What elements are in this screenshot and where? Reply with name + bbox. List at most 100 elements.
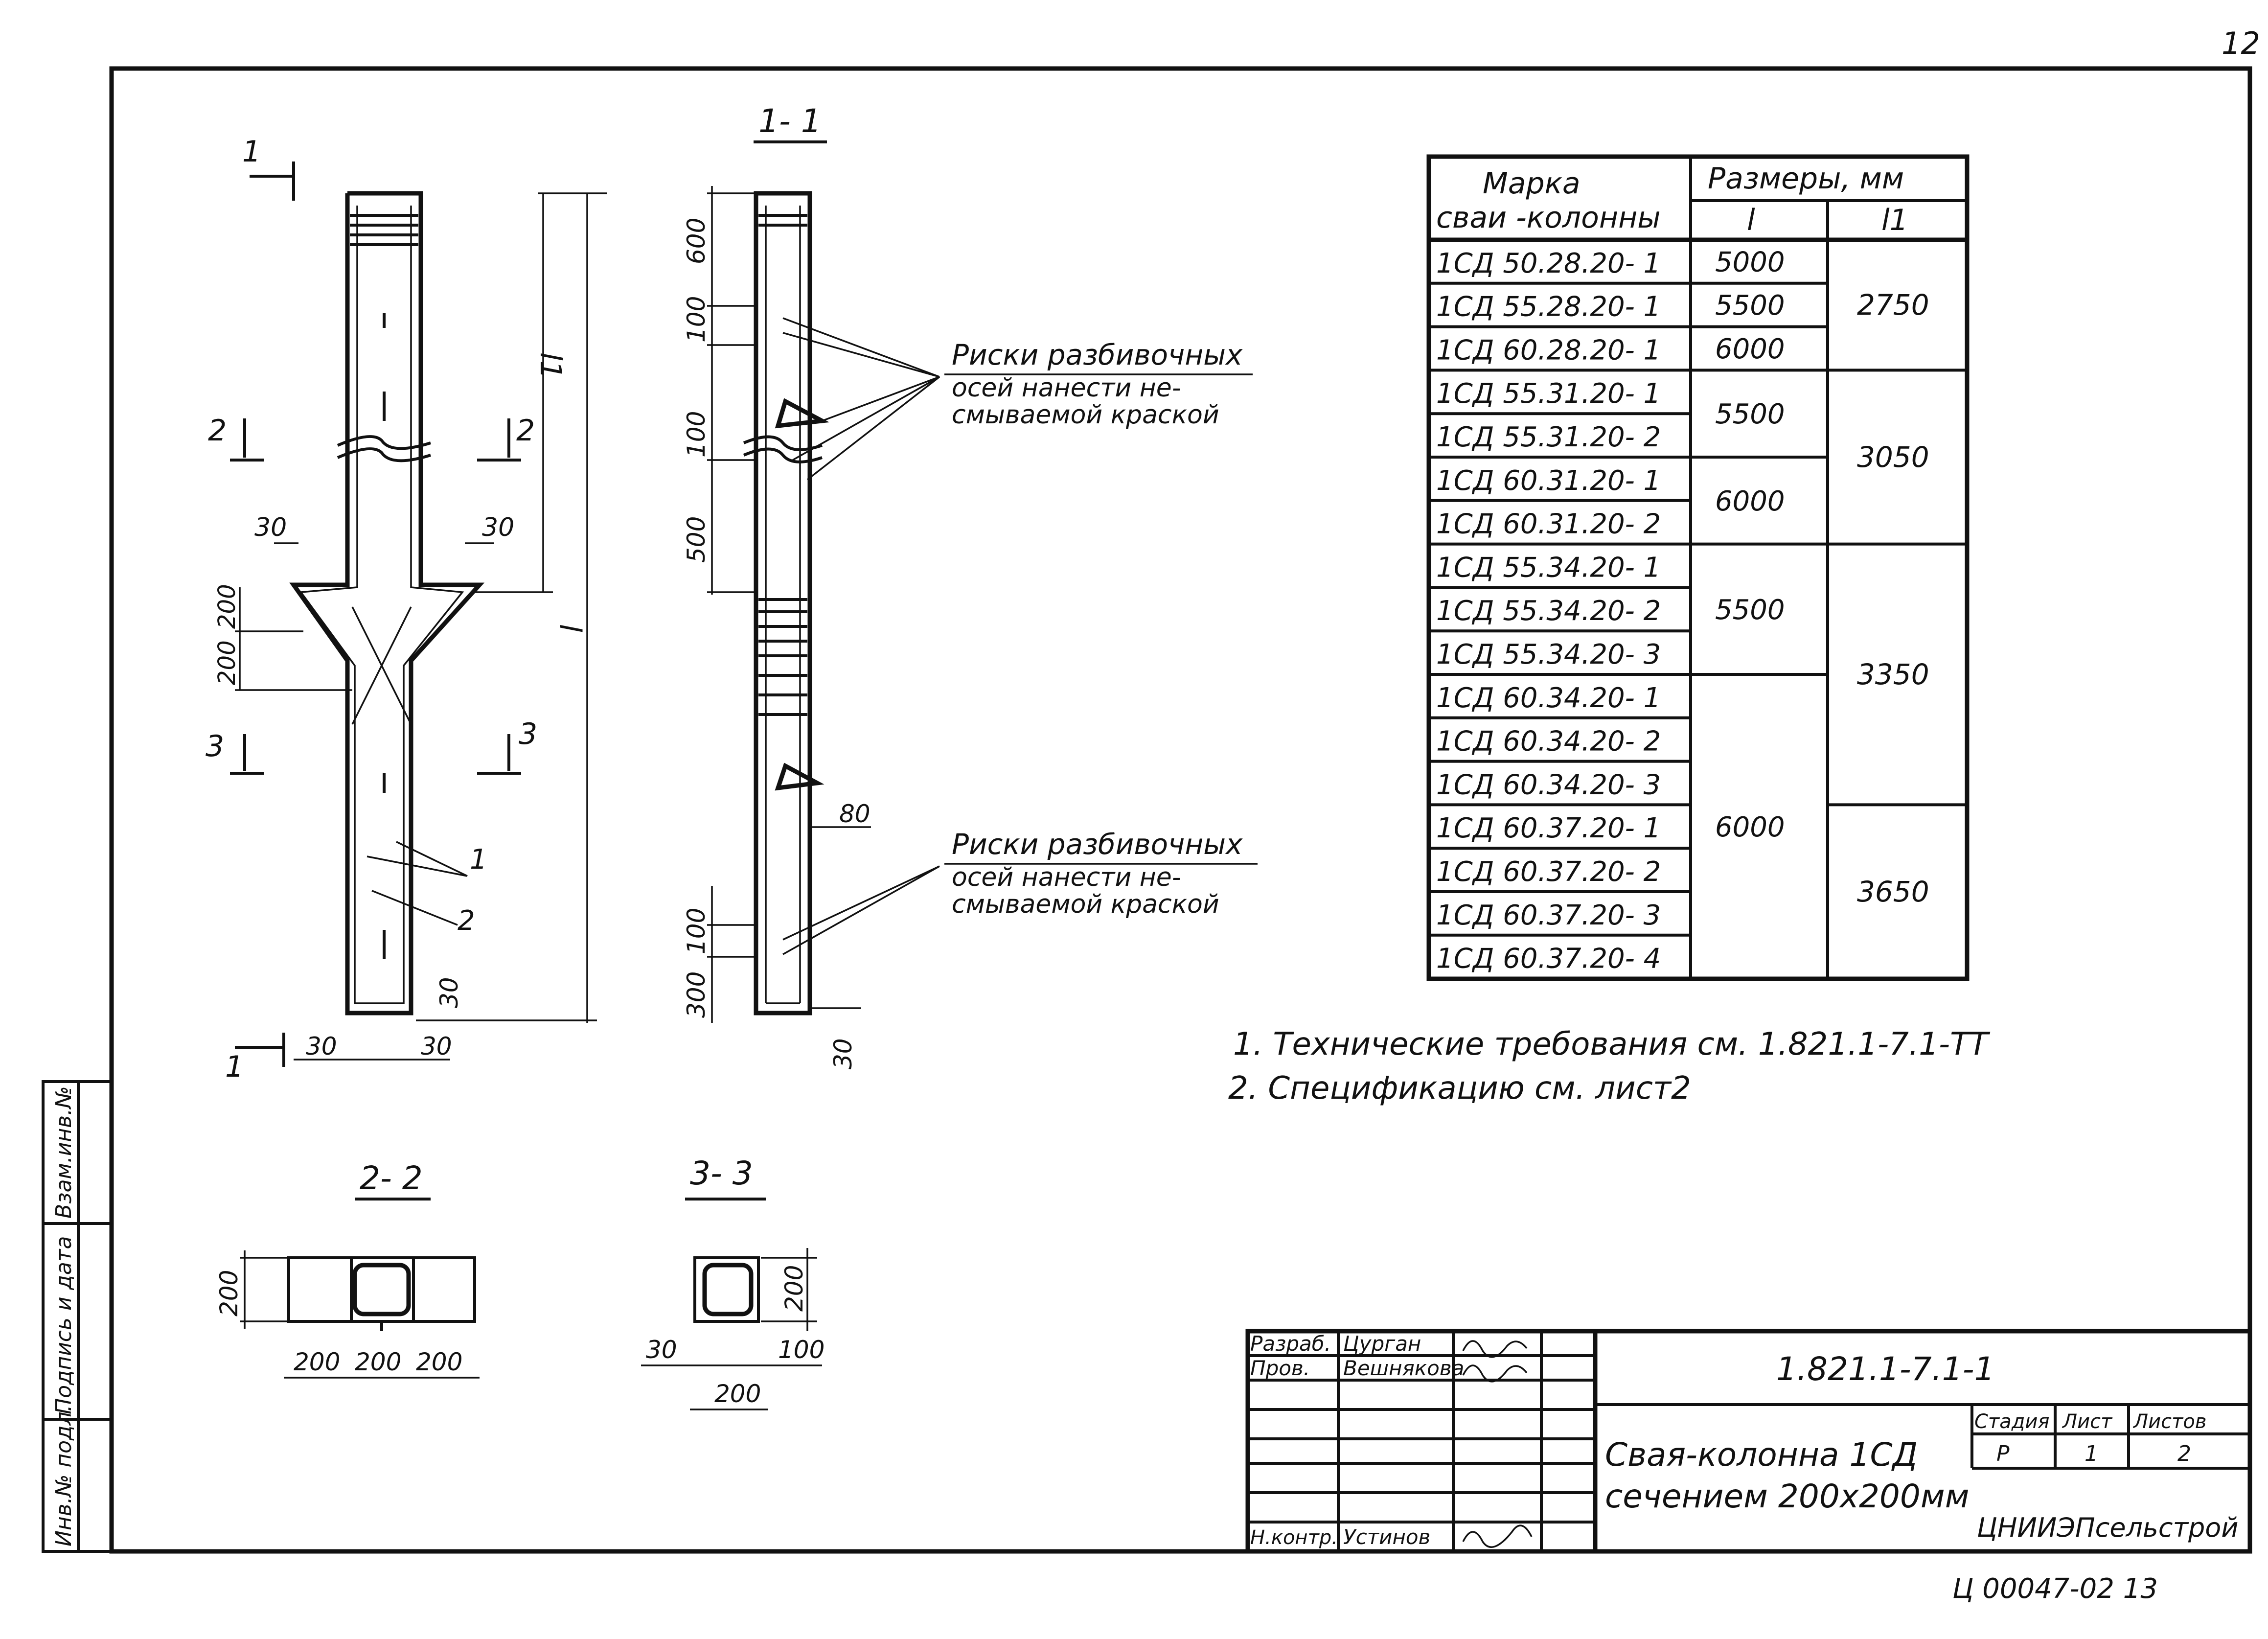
tb-nkontr-label: Н.контр. xyxy=(1250,1526,1338,1549)
tb-razrab-name: Цурган xyxy=(1343,1332,1421,1356)
sec22-dim-200-2: 200 xyxy=(355,1348,401,1376)
sec22-dim-200-3: 200 xyxy=(416,1348,462,1376)
bottom-code: Ц 00047-02 13 xyxy=(1952,1573,2158,1605)
sec33-dim-100: 100 xyxy=(778,1336,825,1364)
dim-l1: l1 xyxy=(533,352,568,379)
table-header-sizes: Размеры, мм xyxy=(1708,162,1904,196)
section-2-2-title: 2- 2 xyxy=(360,1159,423,1197)
note-top-line2: осей нанести не- xyxy=(952,373,1181,403)
tb-razrab-label: Разраб. xyxy=(1250,1332,1331,1356)
section-1-mark-bottom: 1 xyxy=(225,1050,244,1084)
section-3-3: 3- 3 200 30 100 200 xyxy=(641,1154,825,1410)
table-row-mark: 1СД 60.28.20- 1 xyxy=(1436,334,1661,366)
tb-stage-value: Р xyxy=(1996,1441,2010,1466)
dim-30-bottom-right: 30 xyxy=(421,1032,452,1061)
table-l-value: 5500 xyxy=(1715,290,1785,322)
dim-100-b: 100 xyxy=(682,411,710,458)
sec33-dim-30: 30 xyxy=(646,1336,677,1364)
section-2-2: 2- 2 200 200 200 200 xyxy=(215,1159,480,1379)
section-3-mark-right: 3 xyxy=(519,717,537,751)
sec22-dim-200-1: 200 xyxy=(294,1348,340,1376)
table-l-value: 6000 xyxy=(1715,811,1785,843)
note-2: 2. Спецификацию см. лист2 xyxy=(1228,1070,1691,1107)
dim-30-bottom-left: 30 xyxy=(306,1032,337,1061)
table-l1-value: 3050 xyxy=(1857,440,1929,474)
tb-title-line1: Свая-колонна 1СД xyxy=(1605,1436,1918,1474)
page-number: 12 xyxy=(2222,25,2260,61)
callout-1: 1 xyxy=(470,844,487,876)
dim-100-a: 100 xyxy=(682,296,710,343)
tb-org: ЦНИИЭПсельстрой xyxy=(1977,1512,2238,1543)
sheet-frame xyxy=(109,66,2252,1554)
callout-2: 2 xyxy=(458,905,475,937)
table-l1-values: 2750 3050 3350 3650 xyxy=(1828,288,1967,908)
section-2-mark-left: 2 xyxy=(208,414,227,448)
table-row-mark: 1СД 60.31.20- 2 xyxy=(1436,508,1661,540)
tb-prov-name: Вешнякова xyxy=(1343,1356,1464,1380)
dim-100-c: 100 xyxy=(682,908,710,954)
dim-30-bottom-vert: 30 xyxy=(435,977,463,1008)
table-l-value: 5500 xyxy=(1715,594,1785,626)
dim-300: 300 xyxy=(682,971,710,1018)
table-row-mark: 1СД 55.34.20- 1 xyxy=(1436,552,1661,583)
table-row-mark: 1СД 60.31.20- 1 xyxy=(1436,465,1661,497)
section-1-1: 1- 1 600 100 100 500 xyxy=(682,102,1258,1069)
table-row-mark: 1СД 55.28.20- 1 xyxy=(1436,291,1661,323)
dim-200-a: 200 xyxy=(213,584,241,629)
section-1-mark-top: 1 xyxy=(242,135,261,169)
tb-doc-code: 1.821.1-7.1-1 xyxy=(1776,1350,1995,1388)
section-1-1-title: 1- 1 xyxy=(758,102,822,140)
table-l-value: 6000 xyxy=(1715,485,1785,517)
dim-l: l xyxy=(553,624,587,632)
table-row-mark: 1СД 50.28.20- 1 xyxy=(1436,248,1661,279)
table-row-mark: 1СД 60.37.20- 3 xyxy=(1436,900,1661,931)
dim-30-sec: 30 xyxy=(829,1038,857,1069)
table-row-mark: 1СД 60.37.20- 1 xyxy=(1436,812,1661,844)
table-row-mark: 1СД 55.34.20- 2 xyxy=(1436,595,1661,627)
table-row-mark: 1СД 60.34.20- 3 xyxy=(1436,769,1661,801)
table-header-mark-2: сваи -колонны xyxy=(1436,201,1661,235)
table-row-mark: 1СД 55.31.20- 2 xyxy=(1436,421,1661,453)
note-1: 1. Технические требования см. 1.821.1-7.… xyxy=(1233,1026,1991,1062)
note-bottom-line1: Риски разбивочных xyxy=(952,828,1243,861)
stamp-vzam: Взам.инв.№ xyxy=(51,1086,76,1219)
tb-prov-label: Пров. xyxy=(1250,1356,1310,1380)
tb-title-line2: сечением 200x200мм xyxy=(1605,1477,1970,1515)
table-l-value: 5500 xyxy=(1715,398,1785,430)
signature-3 xyxy=(1462,1524,1533,1548)
table-row-mark: 1СД 60.37.20- 4 xyxy=(1436,943,1661,975)
sec33-dim-200-h: 200 xyxy=(714,1380,761,1408)
dim-200-b: 200 xyxy=(213,640,241,685)
note-top-line3: смываемой краской xyxy=(952,400,1219,430)
spec-table: Марка сваи -колонны Размеры, мм l l1 1СД… xyxy=(1426,154,1970,981)
sec33-dim-200-v: 200 xyxy=(780,1265,808,1312)
section-2-mark-right: 2 xyxy=(516,414,535,448)
stamp-sign: Подпись и дата xyxy=(51,1236,76,1414)
table-row-mark: 1СД 55.34.20- 3 xyxy=(1436,639,1661,670)
table-l1-value: 3650 xyxy=(1857,875,1929,908)
column-outline xyxy=(289,191,485,1016)
note-bottom-line3: смываемой краской xyxy=(952,890,1219,919)
tb-sheet-label: Лист xyxy=(2062,1410,2113,1433)
note-top-line1: Риски разбивочных xyxy=(952,338,1243,371)
note-bottom-line2: осей нанести не- xyxy=(952,863,1181,892)
tb-sheets-value: 2 xyxy=(2177,1441,2191,1466)
section-3-mark-left: 3 xyxy=(206,729,224,763)
table-header-l: l xyxy=(1747,203,1755,237)
table-l1-value: 2750 xyxy=(1857,288,1929,322)
dim-30-right: 30 xyxy=(482,513,514,542)
table-row-mark: 1СД 60.37.20- 2 xyxy=(1436,856,1661,888)
section-3-3-title: 3- 3 xyxy=(690,1154,753,1192)
title-block: Разраб. Цурган Пров. Вешнякова Н.контр. … xyxy=(1245,1329,2252,1554)
table-l-values: 5000 5500 6000 5500 6000 5500 6000 xyxy=(1691,246,1828,843)
tb-sheet-value: 1 xyxy=(2085,1441,2098,1466)
table-l-value: 6000 xyxy=(1715,333,1785,365)
dim-80: 80 xyxy=(839,800,871,828)
table-l1-value: 3350 xyxy=(1857,658,1929,691)
side-stamp: Инв.№ подл. Подпись и дата Взам.инв.№ xyxy=(42,1080,113,1553)
table-row-mark: 1СД 55.31.20- 1 xyxy=(1436,378,1661,410)
table-l-value: 5000 xyxy=(1715,246,1785,278)
signature-1 xyxy=(1462,1340,1528,1358)
signature-2 xyxy=(1462,1364,1528,1383)
